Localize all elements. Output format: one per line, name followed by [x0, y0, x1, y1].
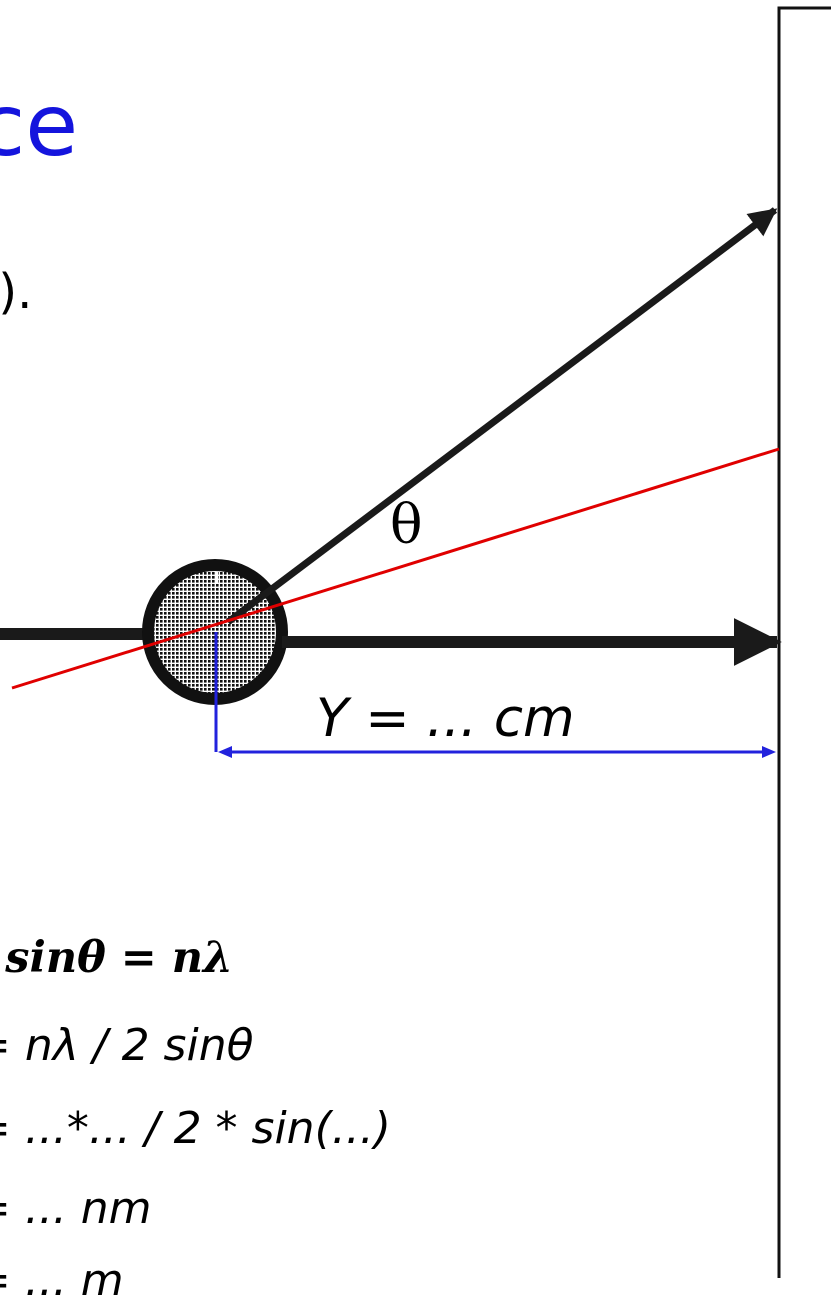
- equation-result-m: = ... m: [0, 1255, 124, 1306]
- equation-bragg-law: l sinθ = nλ: [0, 933, 234, 983]
- slide-title-fragment: ce: [0, 76, 79, 176]
- red-reference-line: [11, 447, 780, 690]
- diffracted-beam-arrow: [225, 207, 778, 625]
- equation-substitute: = ...*... / 2 * sin(...): [0, 1103, 391, 1154]
- distance-arrowhead-right: [762, 746, 776, 758]
- angle-label: θ: [390, 493, 423, 556]
- subtitle-fragment: y).: [0, 264, 33, 320]
- equation-solve-d: = nλ / 2 sinθ: [0, 1020, 254, 1071]
- screen-panel: [777, 6, 831, 1278]
- diffraction-diagram: [0, 6, 831, 1278]
- distance-arrowhead-left: [218, 746, 232, 758]
- equation-result-nm: = ... nm: [0, 1183, 152, 1234]
- distance-label: Y = ... cm: [316, 688, 575, 749]
